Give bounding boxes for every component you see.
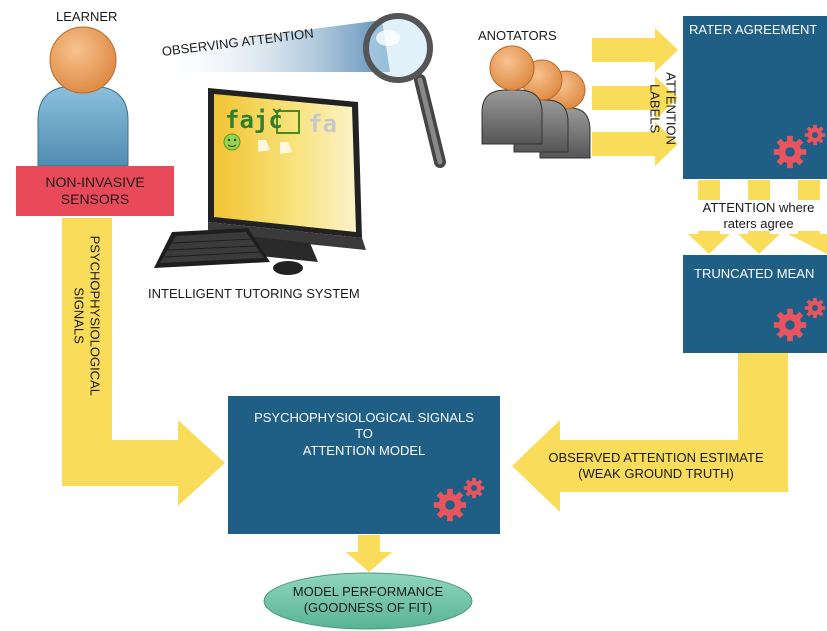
- attention-model-title: PSYCHOPHYSIOLOGICAL SIGNALS TO ATTENTION…: [254, 410, 474, 458]
- label-arrow-2: [592, 76, 678, 120]
- gear-icon: [773, 135, 807, 169]
- gear-icon: [433, 488, 467, 522]
- model-performance-label: MODEL PERFORMANCE (GOODNESS OF FIT): [292, 584, 444, 615]
- learner-icon: [37, 26, 129, 167]
- annotators-icon: [481, 45, 591, 159]
- psych-signals-arrow: [62, 218, 225, 506]
- anotators-label: ANOTATORS: [478, 28, 557, 43]
- label-arrow-1: [592, 28, 678, 72]
- raters-agree-label: ATTENTION where raters agree: [690, 200, 827, 232]
- label-arrow-3: [592, 122, 678, 166]
- sensors-box: [16, 166, 174, 216]
- keyboard-icon: [154, 228, 270, 268]
- gear-icon: [463, 477, 485, 499]
- screen-word-2: fa: [308, 110, 337, 138]
- computer-icon: [208, 88, 366, 262]
- gear-icon: [773, 308, 807, 342]
- magnifier-icon: [152, 13, 446, 168]
- psych-signals-label: PSYCHOPHYSIOLOGICAL SIGNALS: [72, 235, 103, 396]
- screen-word-1: fajč: [225, 106, 283, 134]
- learner-label: LEARNER: [56, 9, 118, 24]
- truncated-mean-title: TRUNCATED MEAN: [694, 266, 815, 281]
- gear-icon: [804, 297, 826, 319]
- mouse-icon: [273, 261, 303, 275]
- its-label: INTELLIGENT TUTORING SYSTEM: [148, 286, 360, 301]
- sensors-label: NON-INVASIVE SENSORS: [45, 174, 145, 207]
- performance-arrow: [346, 535, 392, 572]
- observed-estimate-label: OBSERVED ATTENTION ESTIMATE (WEAK GROUND…: [548, 450, 764, 481]
- gear-icon: [804, 124, 826, 146]
- observed-estimate-arrow: [512, 353, 788, 512]
- attention-labels-label: ATTENTION LABELS: [648, 72, 679, 145]
- performance-ellipse: [263, 572, 473, 630]
- rater-agreement-title: RATER AGREEMENT: [689, 22, 818, 37]
- truncated-mean-box: [683, 255, 827, 353]
